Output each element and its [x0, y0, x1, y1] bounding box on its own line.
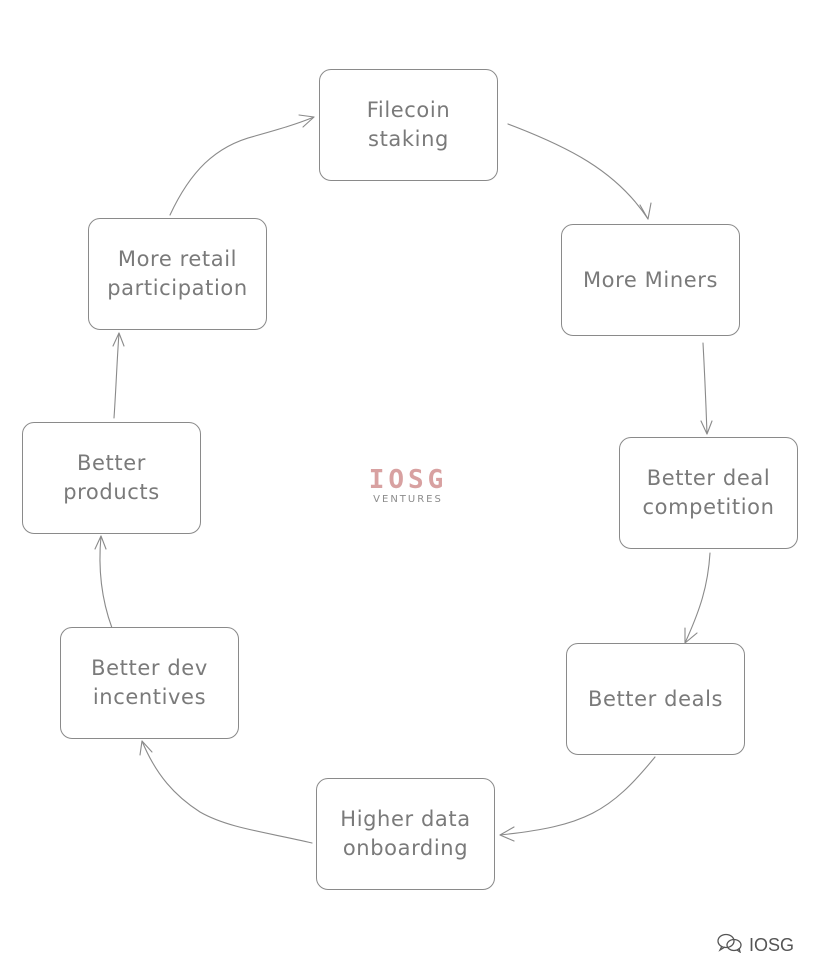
edge-better-products-to-more-retail-participation: [113, 332, 120, 419]
node-higher-data-onboarding: Higher data onboarding: [316, 778, 495, 890]
node-better-deal-competition: Better deal competition: [619, 437, 798, 549]
node-more-retail-participation: More retail participation: [88, 218, 267, 330]
watermark-text: IOSG: [748, 935, 794, 955]
edge-more-retail-participation-to-filecoin-staking: [169, 116, 315, 216]
edge-higher-data-onboarding-to-better-dev-incentives-arrowhead: [139, 740, 153, 756]
node-more-miners: More Miners: [561, 224, 740, 336]
node-better-products: Better products: [22, 422, 201, 534]
edge-better-dev-incentives-to-better-products-arrowhead: [94, 535, 107, 550]
node-filecoin-staking: Filecoin staking: [319, 69, 498, 181]
node-better-deals: Better deals: [566, 643, 745, 755]
edge-more-miners-to-better-deal-competition-arrowhead: [700, 420, 713, 435]
logo-subtitle: VENTURES: [373, 494, 443, 505]
iosg-ventures-logo: IOSG VENTURES: [356, 466, 460, 506]
edge-higher-data-onboarding-to-better-dev-incentives: [141, 740, 313, 844]
node-better-dev-incentives: Better dev incentives: [60, 627, 239, 739]
edge-better-deal-competition-to-better-deals: [684, 552, 711, 644]
edge-better-dev-incentives-to-better-products: [99, 535, 113, 629]
wechat-icon: [717, 933, 743, 958]
edge-more-retail-participation-to-filecoin-staking-arrowhead: [298, 114, 315, 128]
edge-filecoin-staking-to-more-miners-arrowhead: [639, 202, 652, 220]
edge-better-products-to-more-retail-participation-arrowhead: [112, 332, 125, 347]
logo-wordmark: IOSG: [368, 465, 448, 495]
wechat-watermark: IOSG: [717, 933, 794, 958]
edge-better-deals-to-higher-data-onboarding: [499, 756, 656, 836]
edge-more-miners-to-better-deal-competition: [702, 342, 708, 435]
edge-filecoin-staking-to-more-miners: [507, 123, 649, 220]
edge-better-deals-to-higher-data-onboarding-arrowhead: [499, 826, 515, 842]
